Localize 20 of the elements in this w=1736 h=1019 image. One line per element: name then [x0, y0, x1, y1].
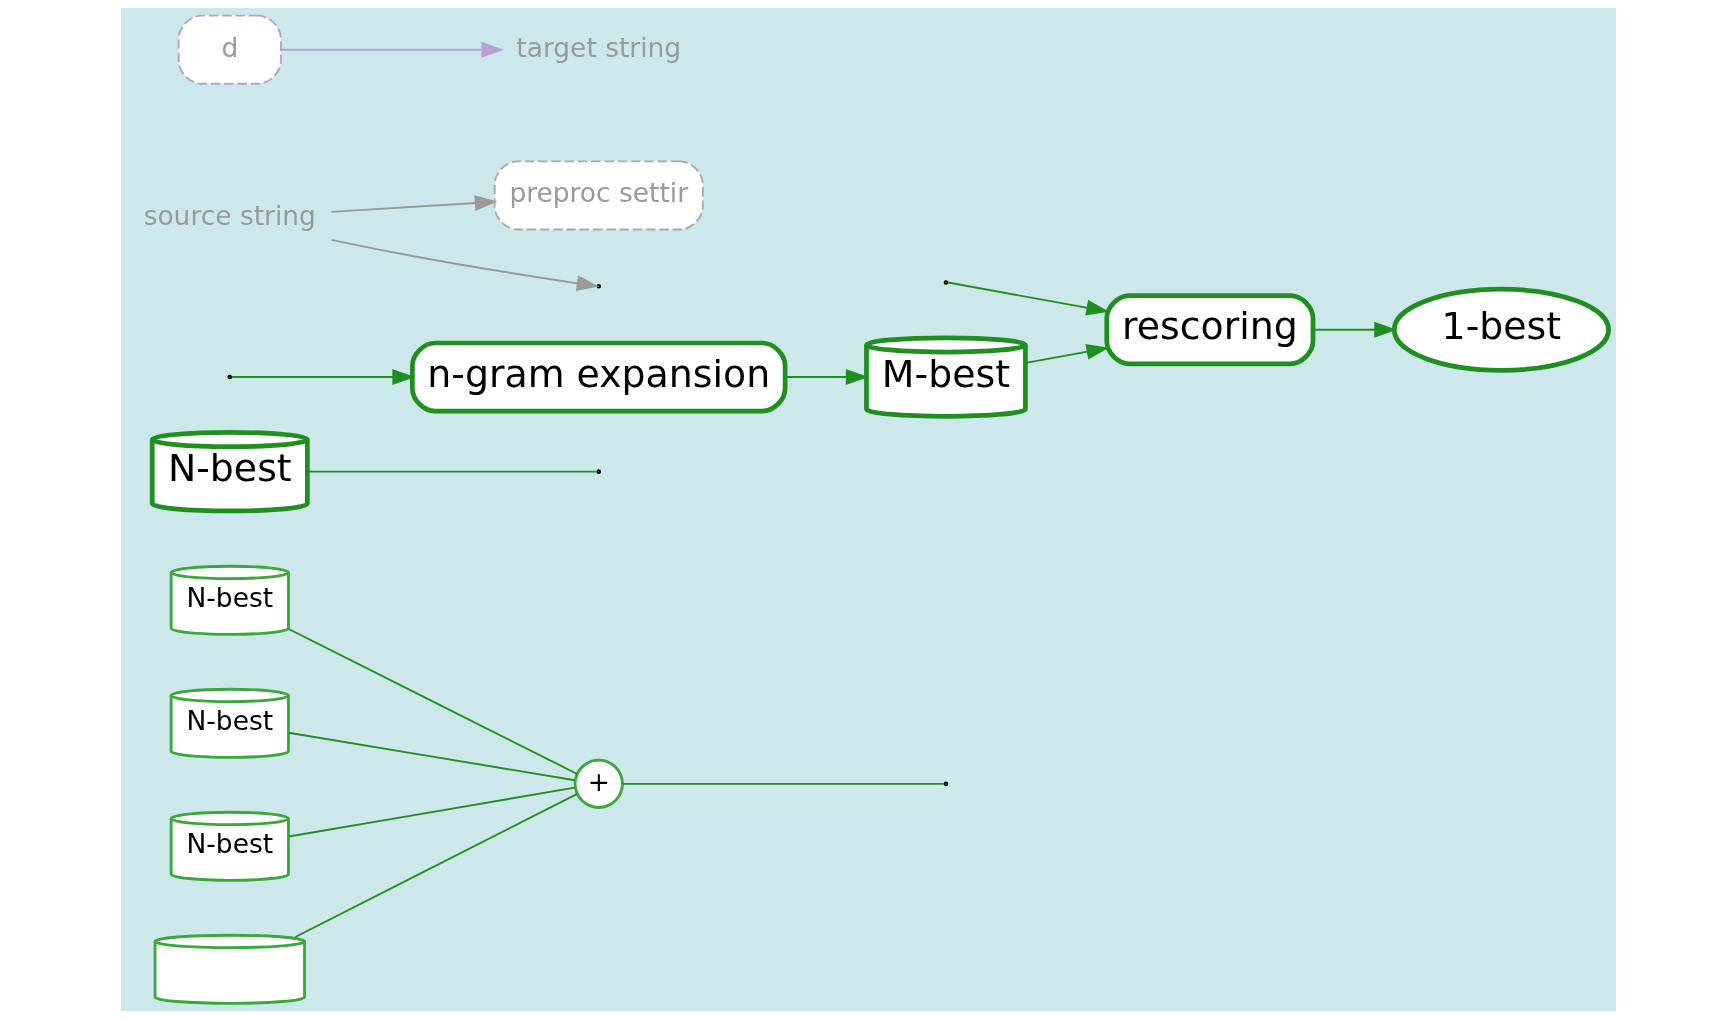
node-box: rescoring [1103, 293, 1315, 367]
node-box: d [177, 14, 282, 85]
arrow [1024, 343, 1109, 364]
node-box: n-gram expansion [409, 340, 787, 414]
arrow [329, 238, 599, 292]
node-ellipse: 1-best [1391, 286, 1611, 373]
connector [287, 731, 576, 782]
connector [306, 470, 598, 473]
node-text: source string [143, 200, 316, 232]
node-circle: + [573, 758, 624, 809]
connector [287, 786, 576, 838]
connector [293, 792, 578, 938]
arrow [279, 41, 504, 58]
node-text: target string [515, 31, 681, 63]
arrow [230, 369, 415, 385]
node-box: preproc settir [493, 160, 704, 231]
arrow [330, 195, 497, 213]
connector [621, 782, 945, 785]
arrow [946, 281, 1109, 316]
connector [287, 628, 578, 775]
